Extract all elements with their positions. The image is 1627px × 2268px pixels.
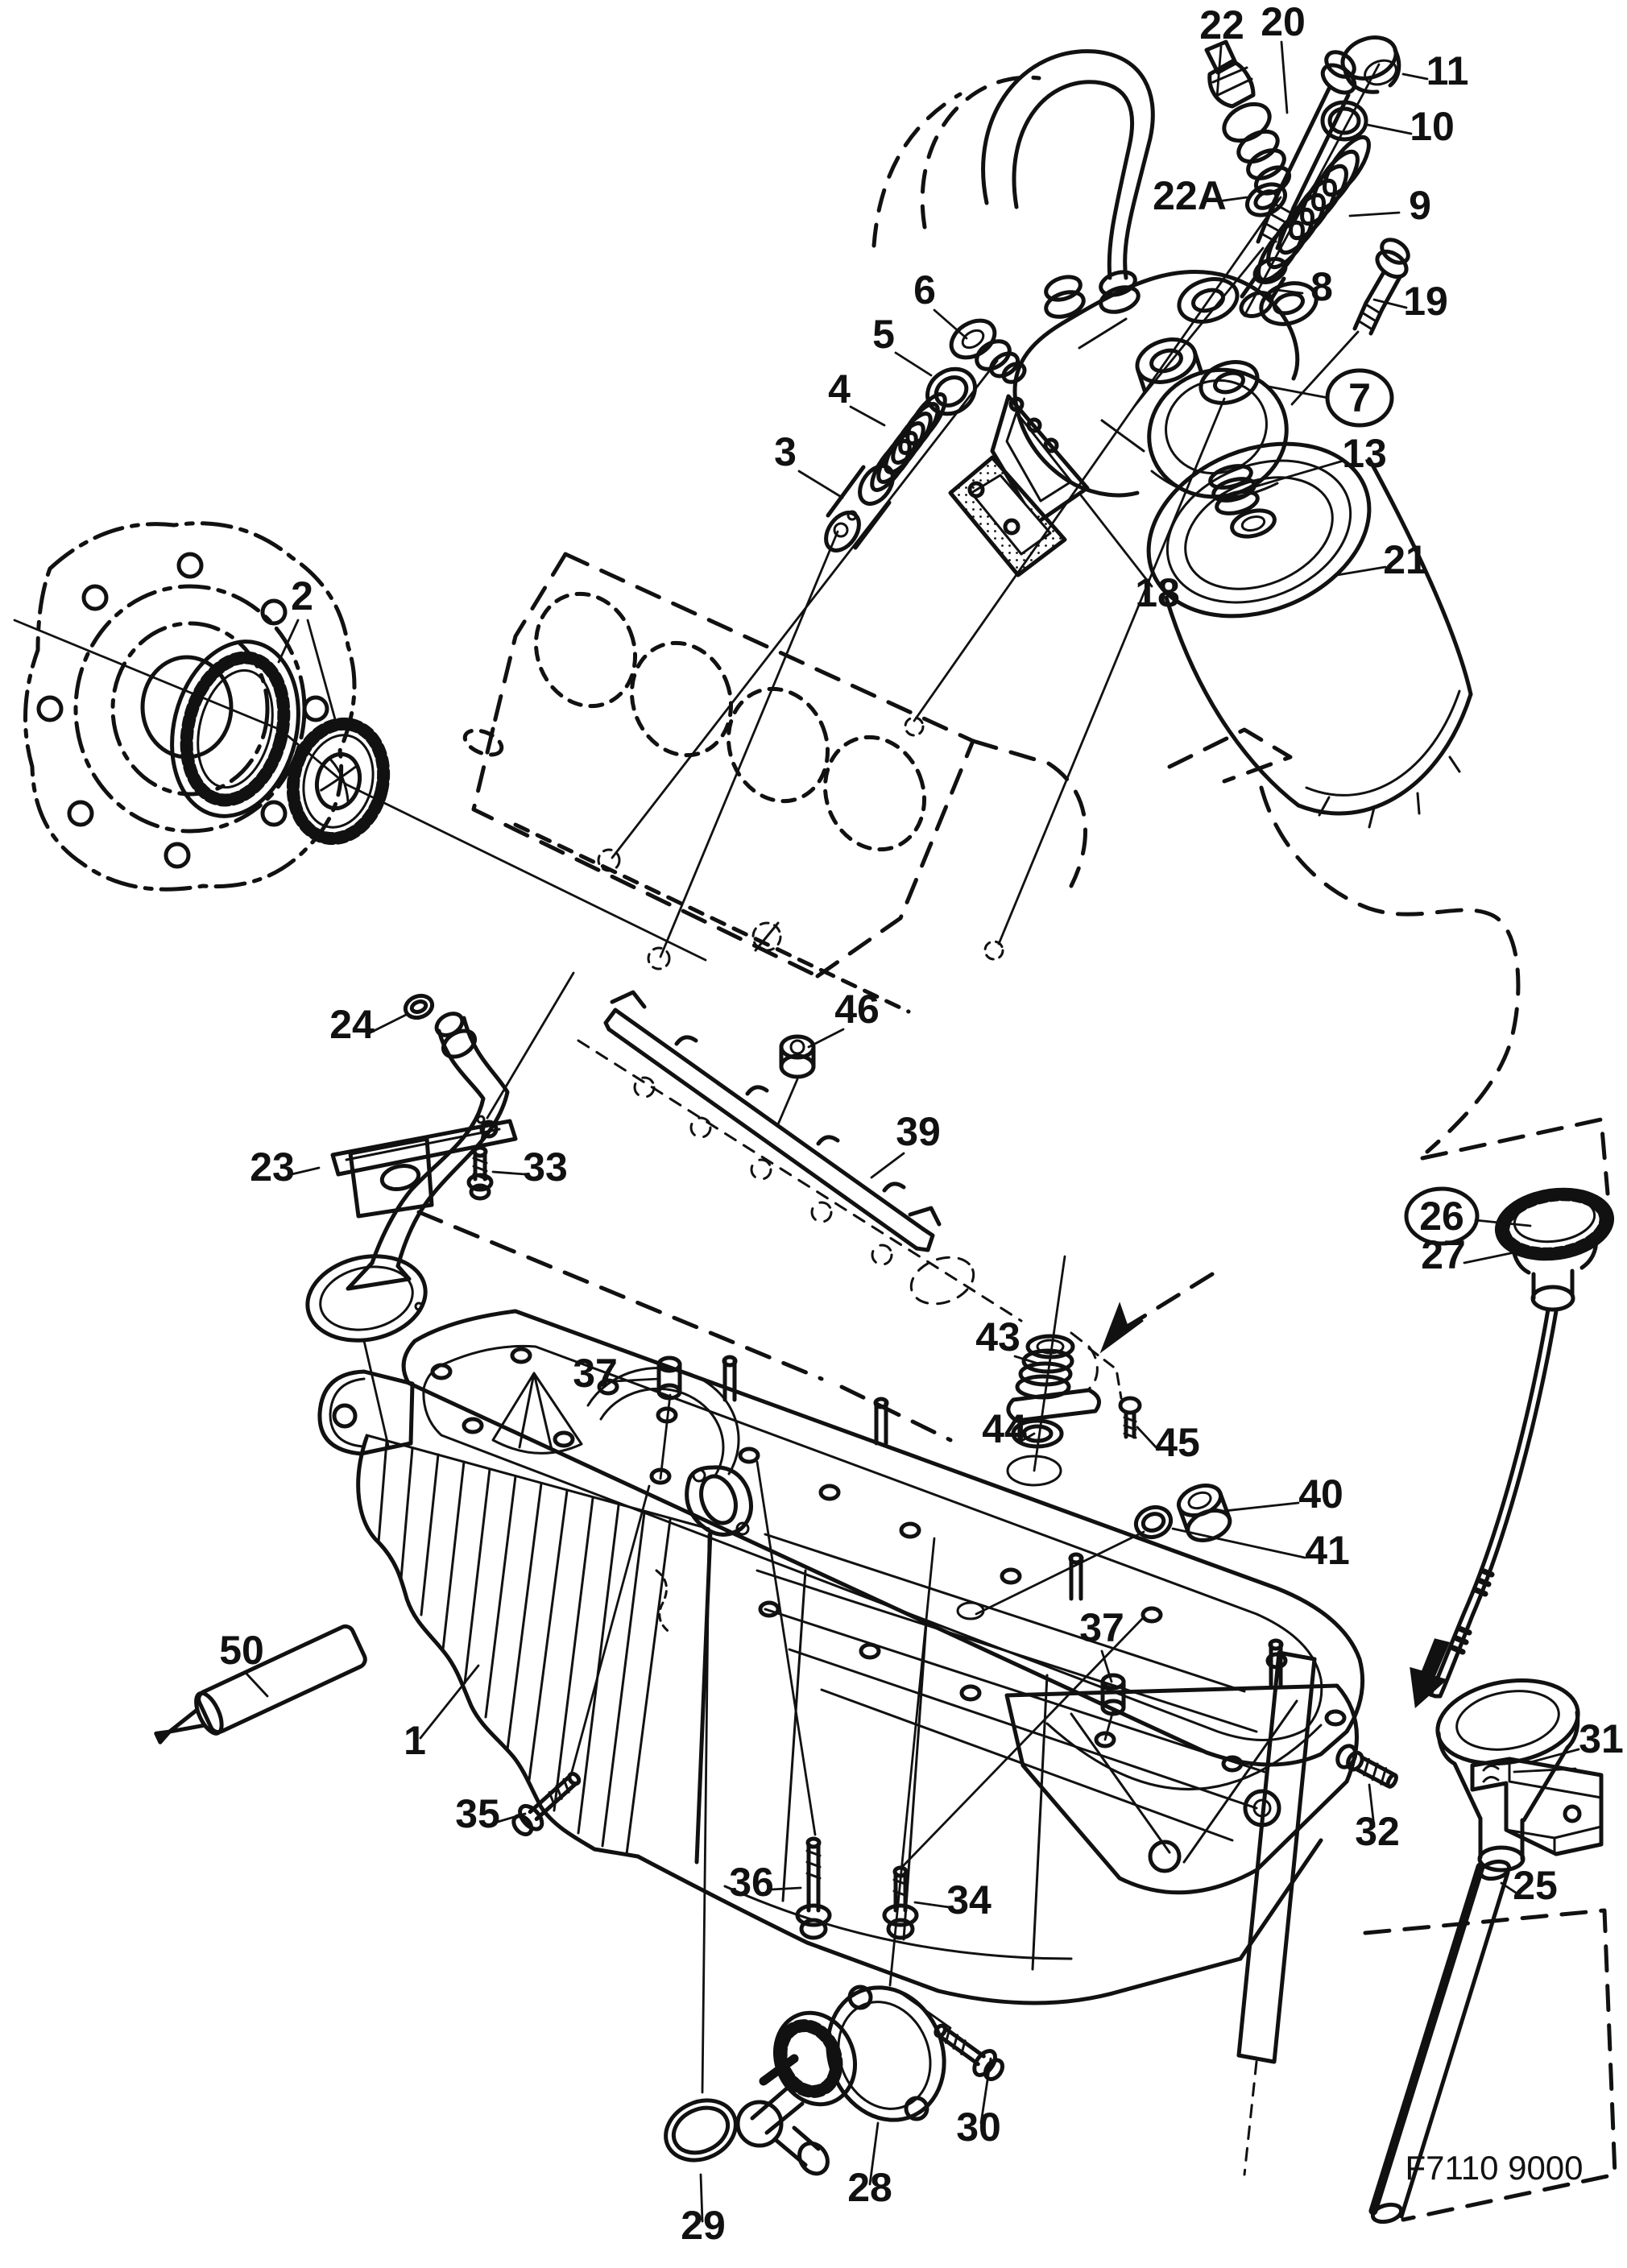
relief-valve-plug [949,318,1027,384]
callout-2: 2 [291,573,313,619]
callout-30: 30 [956,2105,1001,2150]
oil-pump-gears [170,639,391,846]
callout-5: 5 [872,312,895,357]
callout-39: 39 [896,1109,941,1154]
spring-9 [1256,135,1371,283]
hidden-box-dashed [1363,1908,1617,2222]
main-bearing-girder [603,990,942,1252]
callout-45: 45 [1155,1420,1200,1465]
screw-32 [1335,1744,1398,1789]
callout-29: 29 [681,2203,726,2248]
callout-33: 33 [523,1144,568,1190]
callout-circle-7 [1325,368,1394,428]
drain-washer-41 [1133,1504,1174,1540]
callout-37-left: 37 [573,1351,618,1396]
callout-40: 40 [1298,1471,1343,1517]
callout-35: 35 [455,1791,500,1836]
bolt-19 [1352,238,1410,336]
callout-21: 21 [1383,537,1428,582]
callout-circle-26 [1404,1186,1480,1246]
callout-20: 20 [1261,0,1306,44]
assembly-arrow-funnel [1410,1638,1451,1709]
callout-4: 4 [828,366,851,412]
dipstick-cap [1494,1187,1615,1312]
bolt-33 [466,1145,494,1201]
pickup-o-ring-24 [403,993,435,1020]
callout-22a: 22A [1153,173,1227,218]
callout-7: 7 [1348,375,1371,420]
callout-37-right: 37 [1079,1605,1124,1650]
girder-rail-hidden [577,1039,1023,1322]
callout-34: 34 [946,1877,992,1922]
o-ring-10 [1320,100,1368,142]
callout-26: 26 [1419,1194,1464,1239]
callout-1: 1 [404,1718,426,1763]
relief-valve-spring [870,392,947,492]
assembly-lines [13,63,1381,2094]
callout-11: 11 [1426,48,1469,93]
callout-28: 28 [847,2165,892,2210]
callout-46: 46 [834,987,880,1032]
filter-housing-ports [1135,277,1319,405]
relief-valve-plunger [824,464,895,553]
callout-25: 25 [1513,1863,1558,1908]
callout-43: 43 [975,1314,1020,1360]
head-gasket-rail [513,822,911,1014]
figure-code: F7110 9000 [1405,2149,1583,2187]
screw-45 [1087,1347,1142,1439]
callout-10: 10 [1410,104,1455,149]
callout-22: 22 [1199,2,1244,48]
callout-6: 6 [913,267,936,312]
callout-36: 36 [729,1860,774,1905]
bolt-36 [795,1836,832,1940]
dipstick-rod [1428,1307,1559,1699]
bolt-35 [511,1771,582,1836]
callout-27: 27 [1421,1232,1466,1277]
callout-24: 24 [329,1002,375,1047]
callout-13: 13 [1342,431,1387,476]
oil-pump-28 [735,1984,946,2176]
leader-lines [245,40,1580,2223]
callout-44: 44 [982,1406,1027,1451]
callout-labels: 2 3 4 5 6 7 8 9 10 11 13 18 19 20 21 22 … [219,0,1624,2248]
pump-o-ring-29 [664,2098,738,2162]
assembly-arrow-block [1099,1302,1144,1354]
callout-19: 19 [1403,279,1448,324]
callout-3: 3 [774,429,797,474]
cap-11 [1340,35,1401,94]
dowel-targets [597,716,1004,971]
oil-pickup-tube [305,1012,518,1343]
callout-31: 31 [1579,1716,1624,1761]
callout-41: 41 [1305,1528,1350,1573]
oil-pan [317,1309,1365,2005]
callout-32: 32 [1355,1809,1400,1854]
sealant-tube-50 [154,1624,367,1744]
callout-18: 18 [1135,570,1180,615]
bracket-31 [1470,1757,1604,1856]
oil-hoses [871,49,1155,319]
cylinder-bores [462,591,927,852]
callout-8: 8 [1310,264,1333,309]
girder-nut-46 [779,1034,816,1079]
callout-9: 9 [1409,183,1431,228]
cover-plate [1236,1650,1317,2176]
engine-block-outline [416,552,1610,1442]
bolt-30 [934,2023,1005,2081]
callout-23: 23 [250,1144,295,1190]
callout-50: 50 [219,1628,264,1673]
